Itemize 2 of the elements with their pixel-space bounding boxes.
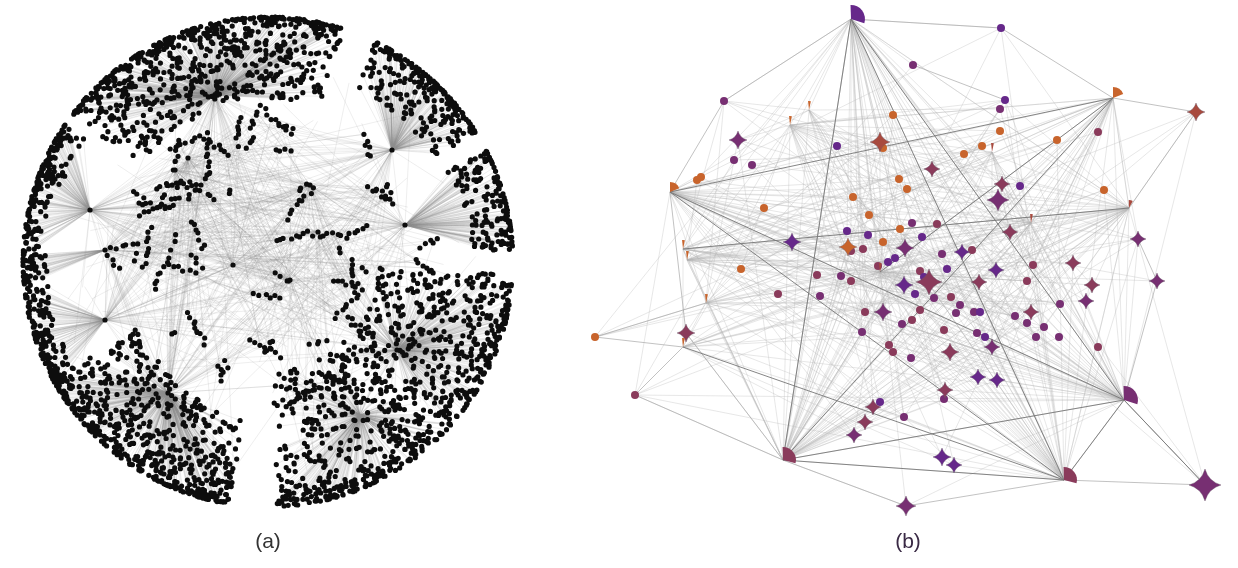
subfigure-label: (a) — [255, 529, 281, 553]
subfigure-label: (b) — [895, 529, 921, 553]
